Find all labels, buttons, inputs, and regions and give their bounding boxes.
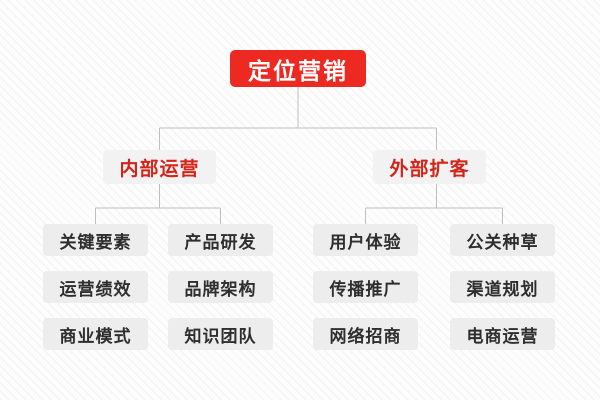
leaf-node-label: 传播推广 <box>329 279 402 299</box>
leaf-node-label: 商业模式 <box>59 326 132 346</box>
leaf-node-label: 公关种草 <box>466 232 539 252</box>
root-node-label: 定位营销 <box>248 57 348 84</box>
root-node[interactable]: 定位营销 <box>230 50 366 87</box>
leaf-node[interactable]: 用户体验 <box>313 224 418 256</box>
leaf-node[interactable]: 商业模式 <box>43 318 148 350</box>
branch-node-external-expansion[interactable]: 外部扩客 <box>373 150 486 184</box>
branch-node-internal-operations[interactable]: 内部运营 <box>103 150 216 184</box>
leaf-node[interactable]: 传播推广 <box>313 271 418 303</box>
leaf-node[interactable]: 产品研发 <box>168 224 273 256</box>
leaf-node[interactable]: 网络招商 <box>313 318 418 350</box>
leaf-node[interactable]: 关键要素 <box>43 224 148 256</box>
leaf-node-label: 品牌架构 <box>184 279 257 299</box>
leaf-node[interactable]: 运营绩效 <box>43 271 148 303</box>
leaf-node[interactable]: 品牌架构 <box>168 271 273 303</box>
branch-node-label: 外部扩客 <box>389 158 470 180</box>
leaf-node-label: 关键要素 <box>59 232 132 252</box>
leaf-node-label: 运营绩效 <box>59 279 132 299</box>
leaf-node-label: 用户体验 <box>329 232 402 252</box>
leaf-node-label: 电商运营 <box>466 326 539 346</box>
leaf-node-label: 产品研发 <box>184 232 257 252</box>
leaf-node-label: 网络招商 <box>329 326 402 346</box>
leaf-node-label: 知识团队 <box>184 326 257 346</box>
leaf-node[interactable]: 公关种草 <box>450 224 555 256</box>
leaf-node[interactable]: 知识团队 <box>168 318 273 350</box>
leaf-node[interactable]: 电商运营 <box>450 318 555 350</box>
leaf-node[interactable]: 渠道规划 <box>450 271 555 303</box>
leaf-node-label: 渠道规划 <box>466 279 539 299</box>
branch-node-label: 内部运营 <box>119 158 200 180</box>
